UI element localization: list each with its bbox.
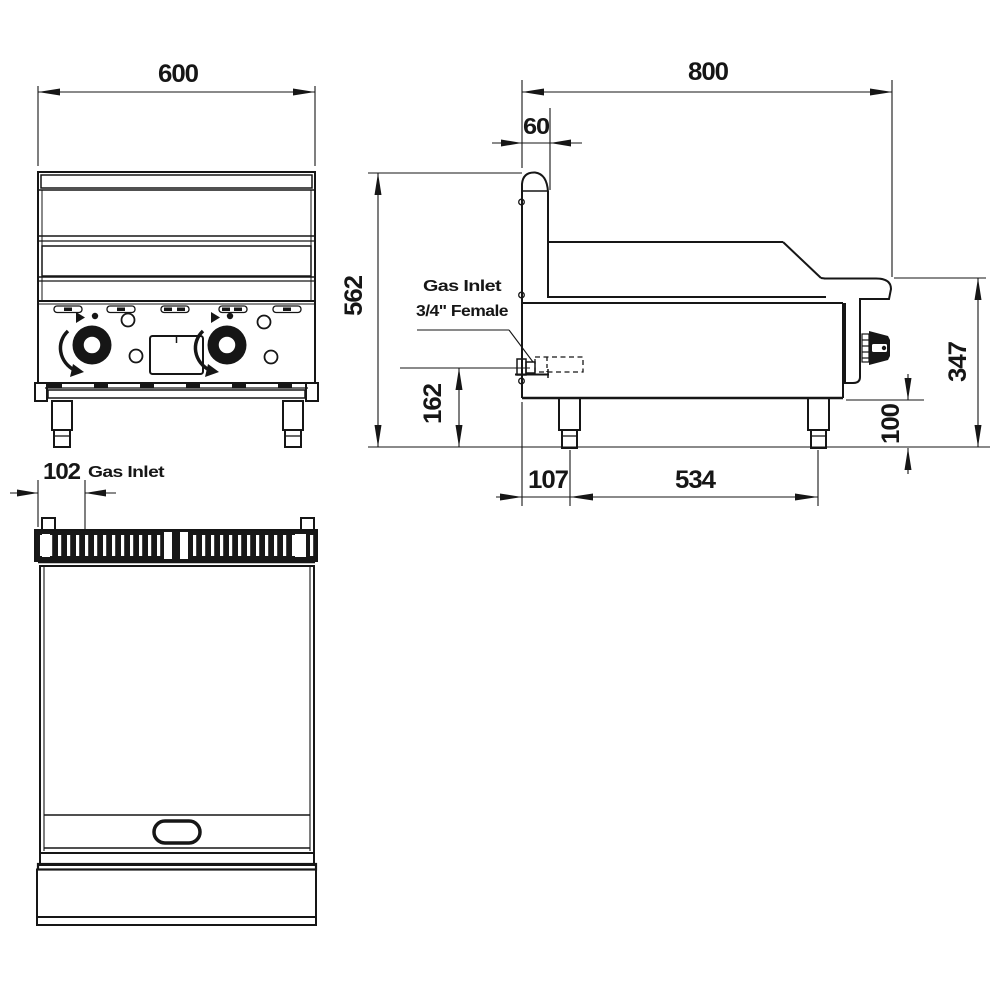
knob-pointer-mark	[76, 312, 85, 323]
dim-label-534: 534	[675, 466, 716, 494]
badge-plate	[149, 335, 204, 375]
dim-label-107: 107	[528, 466, 568, 494]
splashback-profile	[521, 171, 549, 398]
side-flange-left	[34, 382, 48, 402]
dim-body-height: 347	[894, 277, 986, 447]
side-knob-profile	[861, 331, 890, 365]
note-gas-inlet: Gas Inlet 3/4" Female	[416, 278, 534, 363]
dim-overall-height: 562	[340, 172, 522, 447]
gas-inlet-note-line2: 3/4" Female	[416, 303, 509, 320]
dim-label-800: 800	[688, 58, 728, 86]
dim-legs-horizontal: 107 534	[496, 402, 819, 506]
dim-front-width: 600	[37, 60, 316, 166]
front-trim-profile	[824, 277, 893, 384]
dim-leg-height: 100	[846, 374, 924, 474]
front-view-legs	[51, 400, 304, 448]
burner-knob-right	[193, 312, 247, 377]
panel-holes	[120, 312, 279, 365]
side-flange-right	[305, 382, 319, 402]
gas-inlet-note-line1: Gas Inlet	[423, 278, 502, 295]
grease-drain-slot	[152, 819, 202, 845]
knob-pointer-mark	[211, 312, 220, 323]
dim-depth: 800	[521, 58, 893, 277]
front-vent-grille	[40, 174, 313, 189]
dim-label-347: 347	[944, 342, 972, 382]
dim-gas-inlet-offset: 102 Gas Inlet	[10, 458, 166, 530]
front-overhang	[36, 868, 317, 918]
griddle-plate-edge	[41, 245, 312, 277]
dim-label-600: 600	[158, 60, 198, 88]
gas-inlet-hidden-pipe	[534, 356, 584, 373]
gas-inlet-fitting	[515, 356, 584, 378]
dim-label-562: 562	[340, 276, 368, 316]
side-view	[515, 171, 893, 449]
leader-line	[508, 329, 534, 363]
dim-label-100: 100	[877, 404, 905, 444]
dim-label-162: 162	[419, 384, 447, 424]
control-panel-vent-slots	[53, 305, 302, 314]
gas-inlet-label-front: Gas Inlet	[88, 464, 165, 481]
dim-splashback-thickness: 60	[492, 108, 582, 190]
dim-label-60: 60	[523, 113, 549, 139]
burner-knob-left	[58, 312, 112, 377]
dim-gas-inlet-height: 162	[400, 367, 530, 447]
front-view	[34, 171, 319, 448]
side-view-legs	[558, 397, 830, 449]
rear-vent-strip	[34, 529, 318, 562]
dim-label-102: 102	[43, 458, 80, 484]
top-view	[34, 517, 318, 926]
